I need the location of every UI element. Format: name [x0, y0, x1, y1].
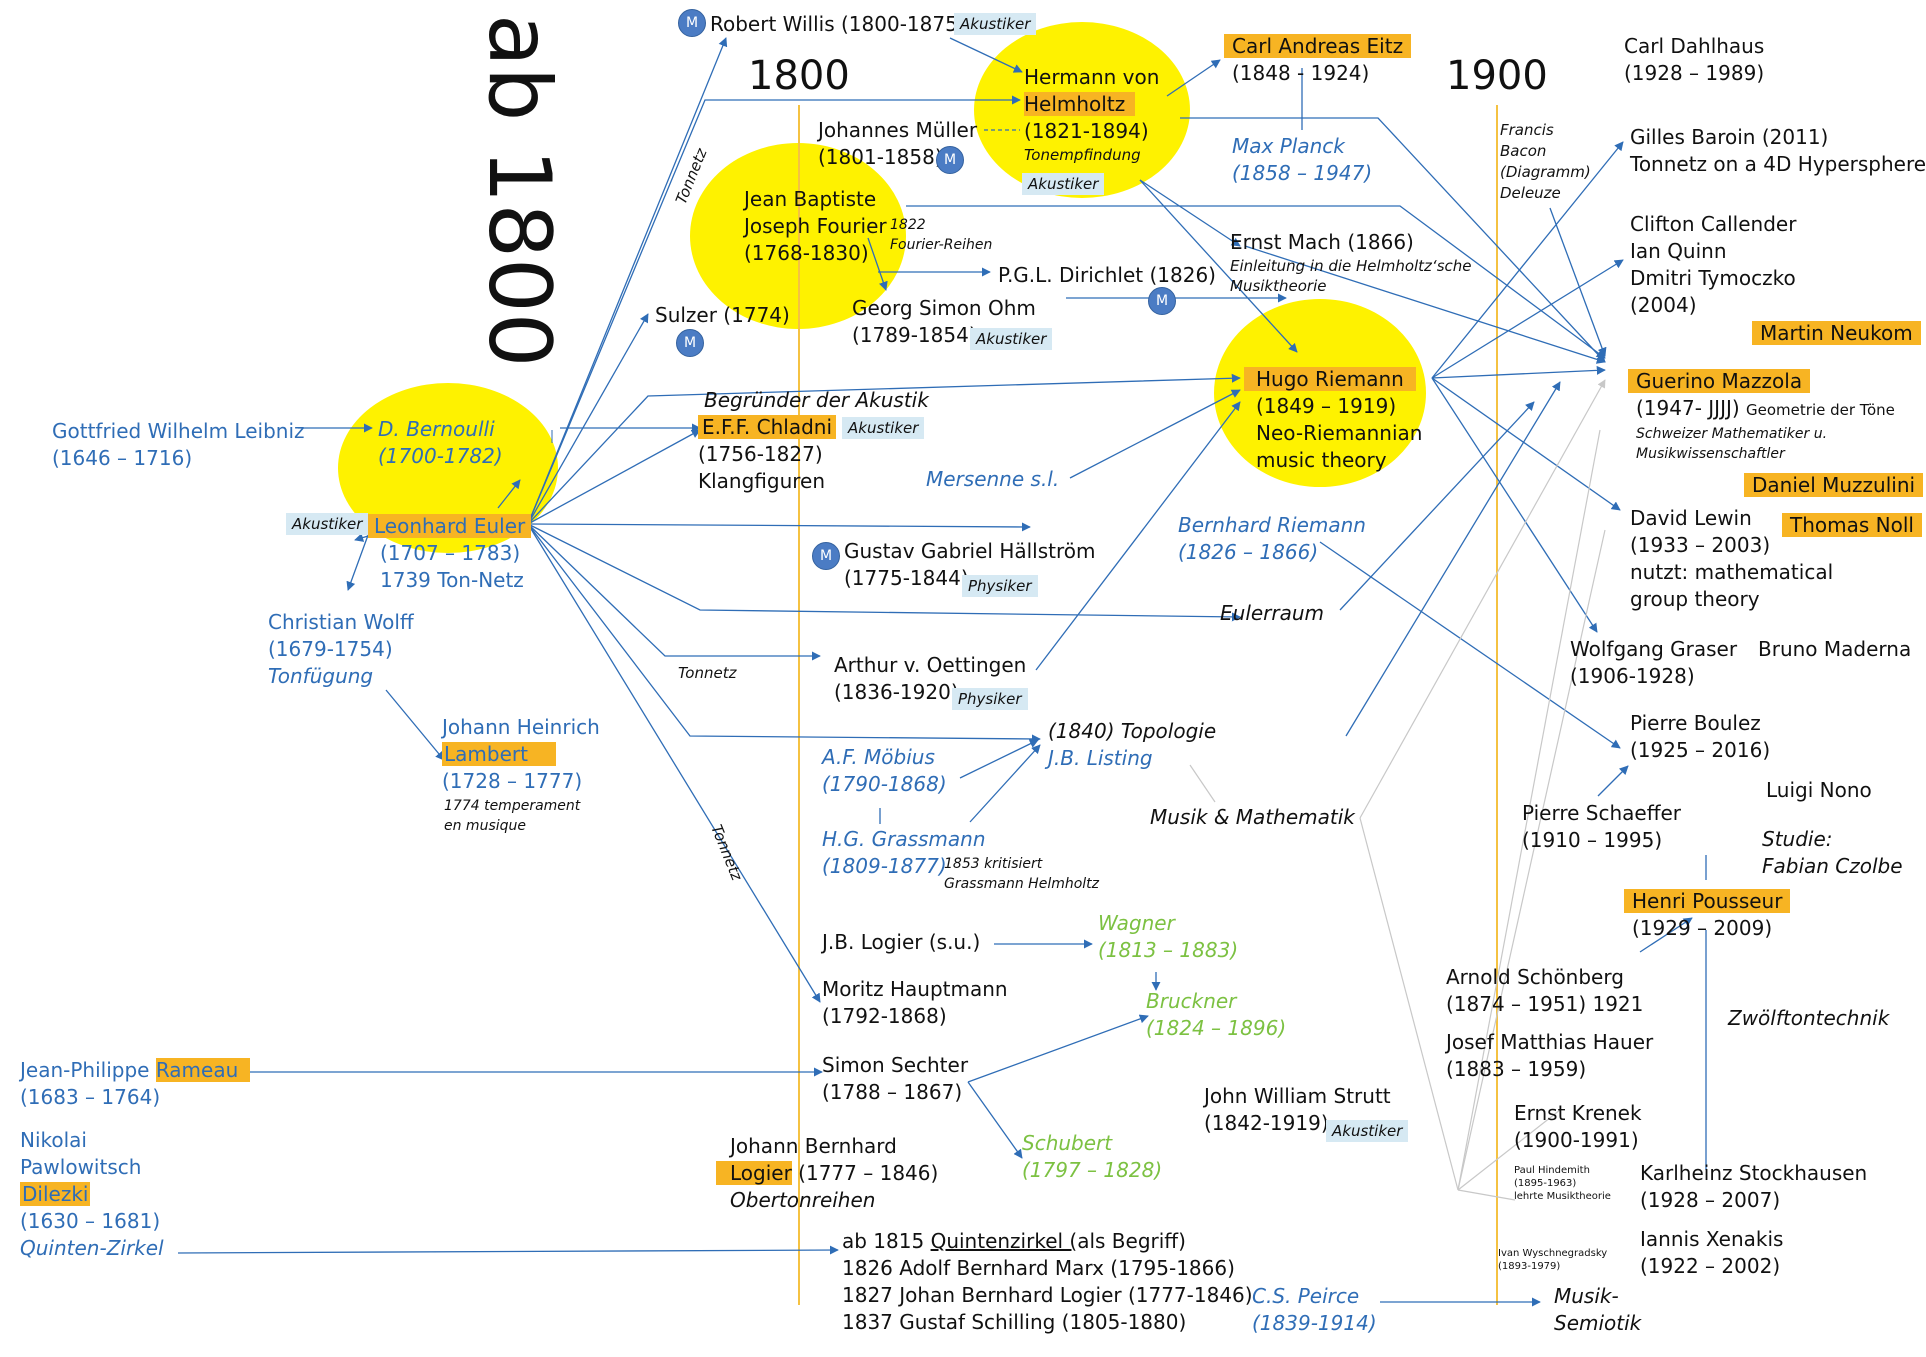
- year-1800: 1800: [748, 53, 850, 99]
- m-badge-sulzer: M: [676, 329, 704, 357]
- node-grassmann: H.G. Grassmann(1809-1877): [822, 827, 986, 878]
- node-lambert: Johann Heinrich Lambert (1728 – 1777): [442, 715, 600, 793]
- node-euler: Leonhard Euler (1707 – 1783) 1739 Ton-Ne…: [368, 513, 532, 594]
- m-badge-dirichlet: M: [1148, 287, 1176, 315]
- node-topologie: (1840) Topologie J.B. Listing: [1048, 719, 1217, 770]
- node-lewin: David Lewin(1933 – 2003) nutzt: mathemat…: [1630, 506, 1834, 611]
- node-schoenberg: Arnold Schönberg(1874 – 1951) 1921: [1446, 965, 1644, 1016]
- node-stockhausen: Karlheinz Stockhausen(1928 – 2007): [1640, 1161, 1868, 1212]
- node-bernhard-riemann: Bernhard Riemann(1826 – 1866): [1178, 513, 1366, 564]
- badge-akustiker-willis: Akustiker: [954, 13, 1037, 35]
- node-mueller: Johannes Müller(1801-1858): [818, 118, 978, 169]
- node-schaeffer: Pierre Schaeffer(1910 – 1995): [1522, 801, 1682, 852]
- node-sechter: Simon Sechter(1788 – 1867): [822, 1053, 969, 1104]
- m-badge-mueller: M: [936, 146, 964, 174]
- node-strutt: John William Strutt(1842-1919): [1204, 1084, 1391, 1135]
- node-boulez: Pierre Boulez(1925 – 2016): [1630, 711, 1771, 762]
- node-xenakis: Iannis Xenakis(1922 – 2002): [1640, 1227, 1784, 1278]
- node-semiotik: Musik-Semiotik: [1554, 1284, 1642, 1335]
- node-chladni: Begründer der Akustik E.F.F. Chladni (17…: [698, 388, 929, 493]
- arrows: [177, 37, 1707, 1307]
- node-wolff: Christian Wolff(1679-1754)Tonfügung: [268, 610, 414, 688]
- node-hauptmann: Moritz Hauptmann(1792-1868): [822, 977, 1008, 1028]
- node-willis: Robert Willis (1800-1875): [710, 12, 966, 36]
- badge-physiker-hallstroem: Physiker: [962, 575, 1038, 597]
- node-dahlhaus: Carl Dahlhaus(1928 – 1989): [1624, 34, 1765, 85]
- node-leibniz: Gottfried Wilhelm Leibniz(1646 – 1716): [52, 419, 305, 470]
- node-eitz: Carl Andreas Eitz (1848 - 1924): [1224, 33, 1412, 87]
- node-neukom: Martin Neukom: [1752, 320, 1921, 347]
- node-planck: Max Planck(1858 – 1947): [1232, 134, 1373, 185]
- node-logier: Johann Bernhard Logier (1777 – 1846) Obe…: [716, 1133, 938, 1214]
- node-hallstroem: Gustav Gabriel Hällström(1775-1844): [844, 539, 1096, 590]
- node-hindemith: Paul Hindemith(1895-1963)lehrte Musikthe…: [1514, 1165, 1611, 1202]
- node-wyschnegradsky: Ivan Wyschnegradsky(1893-1979): [1498, 1248, 1608, 1272]
- node-studie: Studie:Fabian Czolbe: [1762, 827, 1903, 878]
- node-bernoulli: D. Bernoulli(1700-1782): [378, 417, 503, 468]
- grey-links: [1189, 379, 1606, 1201]
- node-logier-su: J.B. Logier (s.u.): [822, 930, 981, 954]
- badge-akustiker-euler: Akustiker: [286, 513, 369, 535]
- node-dirichlet: P.G.L. Dirichlet (1826): [998, 263, 1216, 287]
- node-nono: Luigi Nono: [1766, 778, 1872, 802]
- badge-akustiker-helmholtz: Akustiker: [1022, 173, 1105, 195]
- node-mersenne: Mersenne s.l.: [926, 467, 1060, 491]
- m-badge-hallstroem: M: [812, 542, 840, 570]
- node-hauer: Josef Matthias Hauer(1883 – 1959): [1446, 1030, 1654, 1081]
- node-moebius: A.F. Möbius(1790-1868): [822, 745, 947, 796]
- node-quintenzirkel: ab 1815 Quintenzirkel (als Begriff) 1826…: [842, 1229, 1253, 1334]
- node-peirce: C.S. Peirce(1839-1914): [1252, 1284, 1377, 1335]
- node-maderna: Bruno Maderna: [1758, 637, 1912, 661]
- badge-akustiker-strutt: Akustiker: [1326, 1120, 1409, 1142]
- badge-akustiker-chladni: Akustiker: [842, 417, 925, 439]
- badge-physiker-oettingen: Physiker: [952, 688, 1028, 710]
- node-muzzulini: Daniel Muzzulini: [1744, 472, 1924, 499]
- node-musik-mathematik: Musik & Mathematik: [1150, 805, 1355, 829]
- node-baroin: Gilles Baroin (2011)Tonnetz on a 4D Hype…: [1630, 125, 1926, 176]
- circle-euler: [338, 383, 558, 553]
- node-wagner: Wagner(1813 – 1883): [1098, 911, 1239, 962]
- highlight-circles: [338, 22, 1426, 553]
- node-graser: Wolfgang Graser(1906-1928): [1570, 637, 1738, 688]
- node-rameau: Jean-Philippe Rameau (1683 – 1764): [20, 1057, 251, 1111]
- title-ab-1800: ab 1800: [469, 14, 569, 368]
- node-hugo-riemann: Hugo Riemann (1849 – 1919) Neo-Riemannia…: [1244, 366, 1422, 474]
- node-schubert: Schubert(1797 – 1828): [1022, 1131, 1163, 1182]
- year-1900: 1900: [1446, 53, 1548, 99]
- edge-label-tonnetz-2: Tonnetz: [678, 664, 737, 682]
- node-mazzola: Guerino Mazzola (1947- JJJJ) Geometrie d…: [1628, 368, 1895, 464]
- node-krenek: Ernst Krenek(1900-1991): [1514, 1101, 1642, 1152]
- node-helmholtz: Hermann von Helmholtz (1821-1894) Tonemp…: [1024, 65, 1160, 164]
- node-eulerraum: Eulerraum: [1220, 601, 1325, 625]
- node-zwoelftontechnik: Zwölftontechnik: [1728, 1006, 1890, 1030]
- node-bruckner: Bruckner(1824 – 1896): [1146, 989, 1287, 1040]
- node-pousseur: Henri Pousseur (1929 – 2009): [1624, 888, 1791, 942]
- node-sulzer: Sulzer (1774): [655, 303, 790, 327]
- node-mach: Ernst Mach (1866) Einleitung in die Helm…: [1230, 230, 1472, 295]
- node-noll: Thomas Noll: [1782, 512, 1922, 539]
- node-oettingen: Arthur v. Oettingen(1836-1920): [834, 653, 1027, 704]
- node-ohm: Georg Simon Ohm(1789-1854): [852, 296, 1036, 347]
- m-badge-willis: M: [678, 9, 706, 37]
- badge-akustiker-ohm: Akustiker: [970, 328, 1053, 350]
- node-dilezki: Nikolai Pawlowitsch Dilezki (1630 – 1681…: [20, 1128, 164, 1260]
- circle-riemann: [1214, 299, 1426, 487]
